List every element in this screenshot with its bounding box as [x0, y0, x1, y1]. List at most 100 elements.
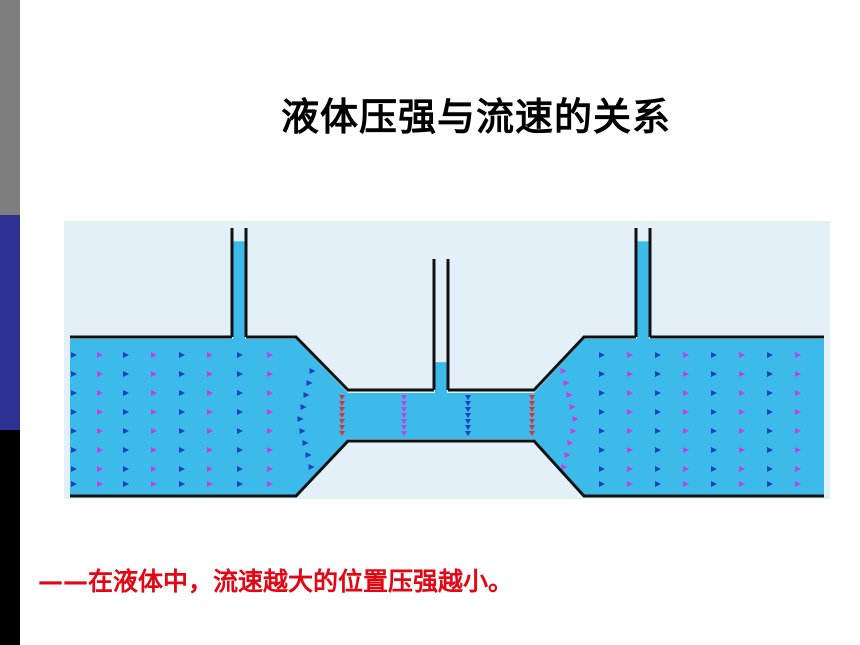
flow-arrow [465, 425, 471, 430]
flow-arrow [71, 428, 77, 434]
flow-arrow [683, 409, 689, 415]
flow-arrow [529, 395, 535, 400]
flow-arrow [711, 466, 717, 472]
flow-arrow [401, 425, 407, 430]
flow-arrow [401, 401, 407, 406]
flow-arrow [123, 352, 129, 358]
flow-arrow [465, 431, 471, 436]
flow-arrow [237, 428, 243, 434]
flow-arrow [767, 409, 773, 415]
flow-arrow [339, 407, 345, 412]
flow-arrow [599, 371, 605, 377]
flow-arrow [599, 447, 605, 453]
flow-arrow [207, 390, 213, 396]
flow-arrow [267, 390, 273, 396]
flow-arrow [655, 371, 661, 377]
flow-arrow [560, 368, 567, 374]
flow-arrow [711, 371, 717, 377]
flow-arrow [339, 425, 345, 430]
flow-arrow [711, 428, 717, 434]
flow-arrow [303, 392, 310, 398]
flow-arrow [655, 481, 661, 487]
flow-arrow [179, 466, 185, 472]
flow-arrow [151, 481, 157, 487]
flow-arrow [795, 352, 801, 358]
flow-arrow [599, 481, 605, 487]
flow-arrow [683, 428, 689, 434]
flow-arrow [767, 447, 773, 453]
flow-arrow [739, 390, 745, 396]
flow-arrow [401, 395, 407, 400]
flow-arrow [401, 407, 407, 412]
slide-title: 液体压强与流速的关系 [280, 95, 671, 139]
flow-arrow [71, 447, 77, 453]
flow-arrow [655, 409, 661, 415]
flow-arrow [683, 447, 689, 453]
flow-arrow [237, 390, 243, 396]
flow-arrow [465, 419, 471, 424]
flow-arrow [237, 481, 243, 487]
flow-arrow [237, 466, 243, 472]
flow-arrow [339, 395, 345, 400]
flow-arrow [795, 428, 801, 434]
flow-arrow [655, 466, 661, 472]
flow-arrow [97, 352, 103, 358]
flow-arrow [465, 395, 471, 400]
flow-arrow [123, 447, 129, 453]
flow-arrow [683, 371, 689, 377]
pipe-liquid [70, 339, 824, 495]
flow-arrow [627, 390, 633, 396]
flow-arrow [627, 371, 633, 377]
middle-vertical-tube-liquid-column [435, 362, 447, 395]
flow-arrow [123, 390, 129, 396]
flow-arrow [627, 409, 633, 415]
flow-arrow [267, 466, 273, 472]
flow-arrow [401, 419, 407, 424]
flow-arrow [97, 481, 103, 487]
flow-arrow [465, 407, 471, 412]
flow-arrow [179, 481, 185, 487]
flow-arrow [308, 464, 315, 470]
flow-arrow [739, 466, 745, 472]
flow-arrow [179, 390, 185, 396]
flow-arrow [299, 428, 306, 434]
flow-arrow [711, 390, 717, 396]
flow-arrow [237, 352, 243, 358]
flow-arrow [151, 390, 157, 396]
flow-arrow [529, 419, 535, 424]
flow-arrow [267, 428, 273, 434]
flow-arrow [711, 409, 717, 415]
flow-arrow [627, 466, 633, 472]
middle-tube-walls [432, 259, 450, 390]
flow-arrow [267, 481, 273, 487]
flow-arrow [71, 390, 77, 396]
flow-arrow [655, 447, 661, 453]
left-tube-walls [230, 228, 248, 337]
flow-arrow [739, 352, 745, 358]
flow-arrow [767, 352, 773, 358]
flow-arrow [339, 413, 345, 418]
flow-arrow [179, 371, 185, 377]
flow-arrow [767, 466, 773, 472]
flow-arrow [529, 407, 535, 412]
flow-arrow [71, 466, 77, 472]
flow-arrow [767, 428, 773, 434]
flow-arrow [655, 352, 661, 358]
flow-arrow [627, 447, 633, 453]
flow-arrow [179, 447, 185, 453]
flow-arrow [795, 466, 801, 472]
flow-arrow [566, 392, 573, 398]
flow-arrow [767, 481, 773, 487]
flow-arrow [572, 416, 579, 422]
flow-arrow [309, 368, 316, 374]
flow-arrow [767, 390, 773, 396]
flow-arrow [795, 409, 801, 415]
flow-arrow [795, 371, 801, 377]
flow-arrow [683, 466, 689, 472]
flow-arrow [207, 371, 213, 377]
pipe-flow-diagram [64, 221, 830, 499]
flow-arrow [561, 464, 568, 470]
flow-arrow [529, 425, 535, 430]
flow-arrow [237, 409, 243, 415]
flow-arrow [739, 409, 745, 415]
